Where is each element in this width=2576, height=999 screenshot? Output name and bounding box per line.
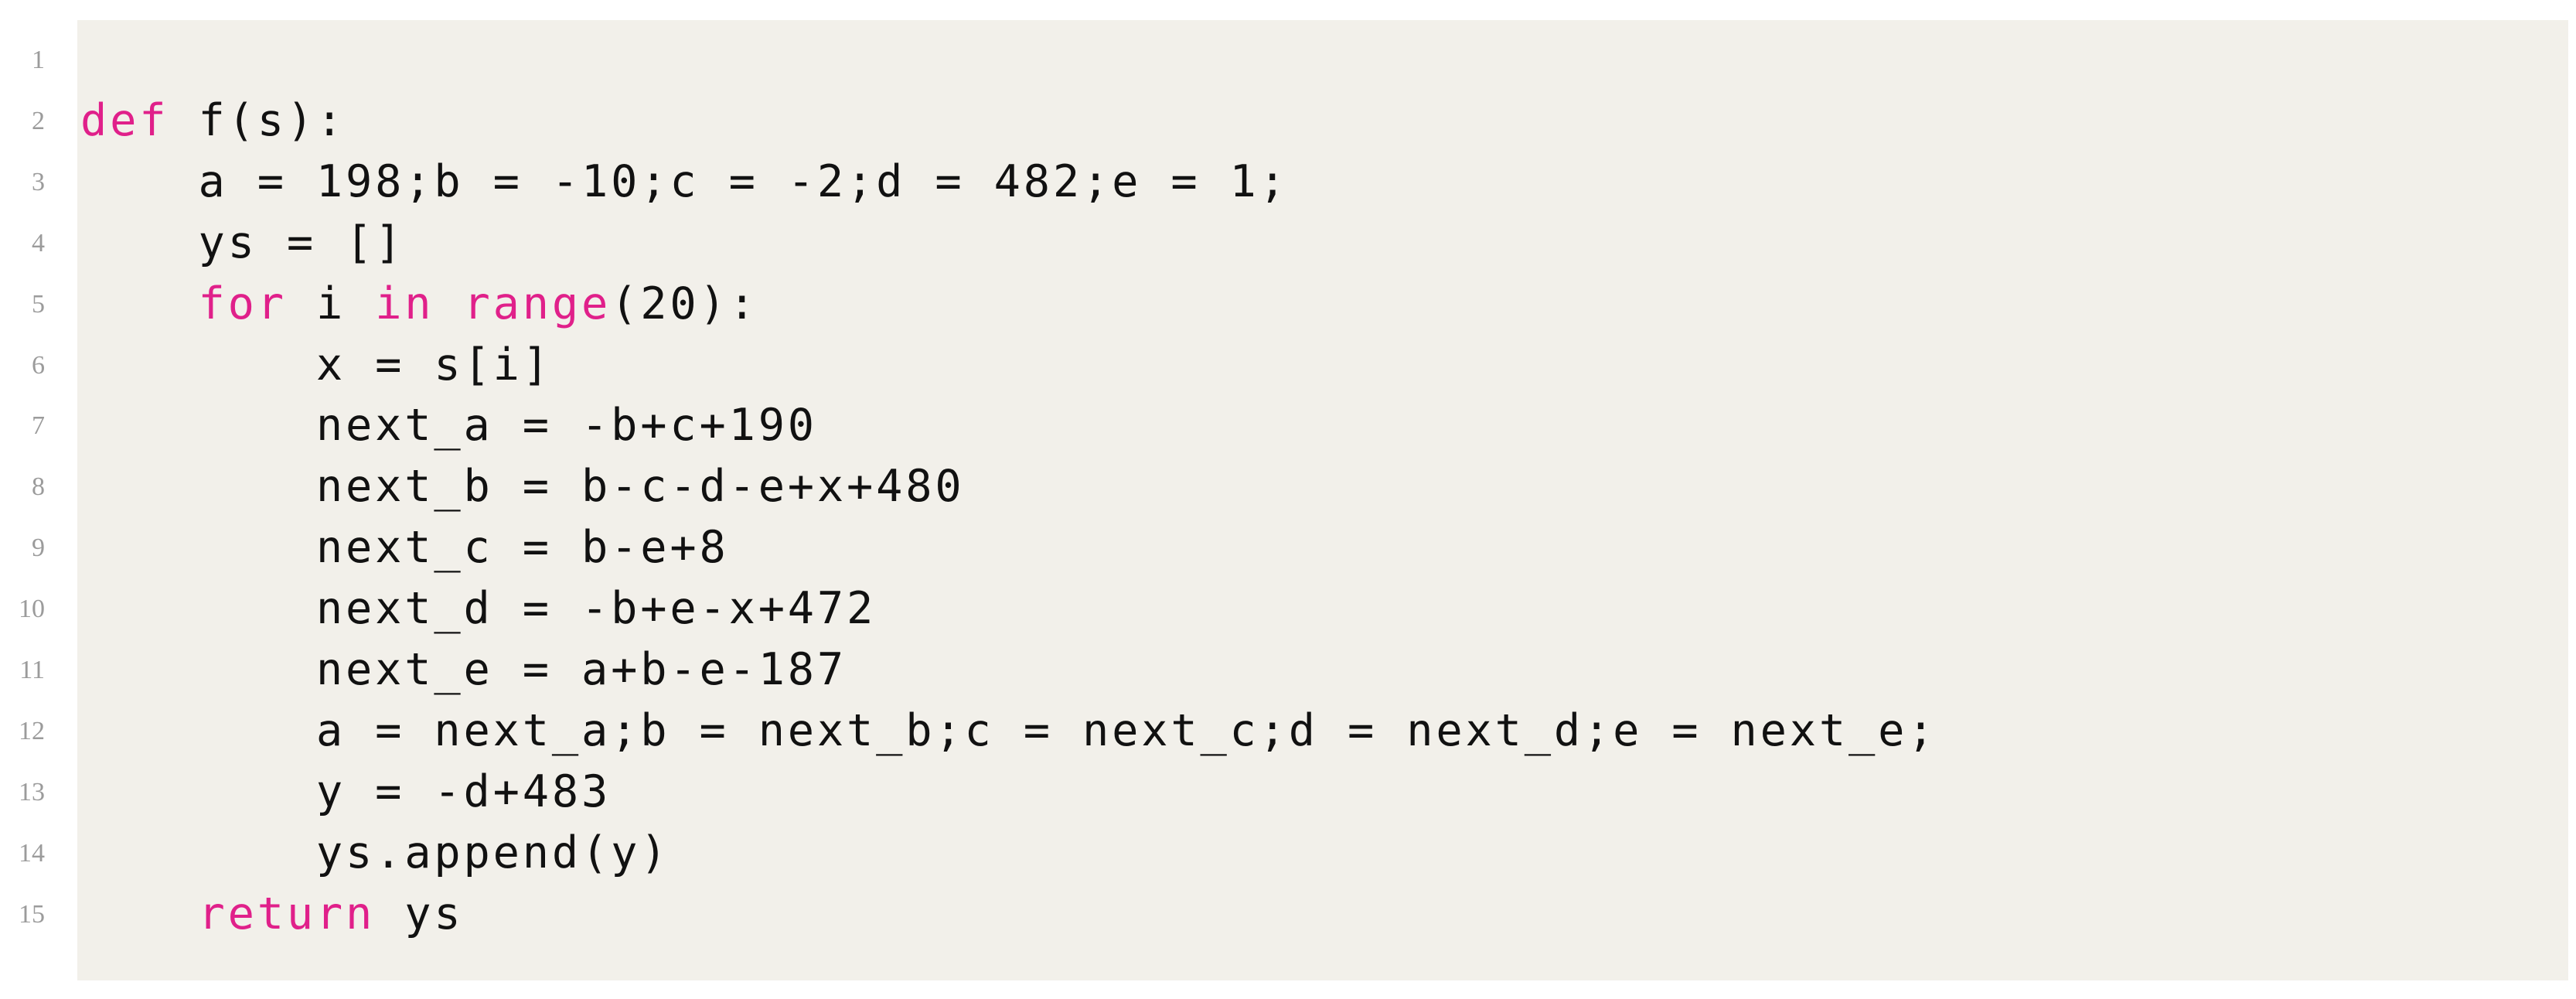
code-text: next_a = -b+c+190	[80, 394, 817, 458]
line-number: 5	[32, 289, 45, 319]
code-token: x = s[i]	[80, 339, 552, 390]
code-line: 8 next_b = b-c-d-e+x+480	[0, 455, 2576, 519]
code-line: 13 y = -d+483	[0, 760, 2576, 824]
keyword-token: in	[375, 278, 434, 329]
code-line: 12 a = next_a;b = next_b;c = next_c;d = …	[0, 699, 2576, 763]
code-line: 4 ys = []	[0, 211, 2576, 275]
line-number: 3	[32, 167, 45, 196]
code-text: next_e = a+b-e-187	[80, 638, 847, 702]
code-line: 11 next_e = a+b-e-187	[0, 638, 2576, 702]
code-text: x = s[i]	[80, 333, 552, 397]
code-line: 10 next_d = -b+e-x+472	[0, 577, 2576, 641]
code-token	[80, 278, 198, 329]
code-line: 1	[0, 28, 2576, 92]
code-token: ys.append(y)	[80, 827, 670, 878]
code-token: a = next_a;b = next_b;c = next_c;d = nex…	[80, 704, 1937, 756]
code-text: next_b = b-c-d-e+x+480	[80, 455, 965, 519]
code-token: next_c = b-e+8	[80, 522, 729, 574]
code-token: a = 198;b = -10;c = -2;d = 482;e = 1;	[80, 155, 1289, 207]
keyword-token: def	[80, 94, 169, 146]
code-token: f(s):	[169, 94, 346, 146]
code-token: next_d = -b+e-x+472	[80, 583, 877, 635]
code-token: (20):	[611, 278, 758, 329]
code-text: next_d = -b+e-x+472	[80, 577, 876, 641]
code-text: y = -d+483	[80, 760, 611, 824]
code-text: next_c = b-e+8	[80, 516, 729, 580]
code-text: a = 198;b = -10;c = -2;d = 482;e = 1;	[80, 150, 1289, 214]
code-token: ys = []	[80, 217, 405, 268]
code-token: i	[286, 278, 376, 329]
code-line: 2 def f(s):	[0, 89, 2576, 153]
code-token: next_a = -b+c+190	[80, 400, 817, 452]
code-token: y = -d+483	[80, 765, 612, 817]
code-text: ys = []	[80, 211, 404, 275]
code-line: 14 ys.append(y)	[0, 821, 2576, 885]
code-line: 5 for i in range(20):	[0, 272, 2576, 336]
line-number: 8	[32, 472, 45, 502]
line-number: 14	[19, 838, 45, 868]
line-number: 11	[19, 656, 45, 684]
code-line: 9 next_c = b-e+8	[0, 516, 2576, 580]
code-token: next_b = b-c-d-e+x+480	[80, 461, 965, 513]
line-number: 4	[32, 228, 45, 257]
line-number: 2	[32, 106, 45, 135]
line-number: 10	[19, 595, 45, 624]
line-number: 15	[19, 899, 45, 929]
code-line: 15 return ys	[0, 882, 2576, 946]
keyword-token: for	[198, 278, 287, 329]
code-token	[80, 888, 198, 939]
code-text: return ys	[80, 882, 464, 946]
code-token	[434, 278, 463, 329]
code-text: ys.append(y)	[80, 821, 670, 885]
keyword-token: return	[198, 888, 376, 939]
code-panel	[77, 20, 2568, 980]
code-token: ys	[375, 888, 464, 939]
line-number: 9	[32, 534, 45, 563]
keyword-token: range	[463, 278, 612, 329]
code-line: 3 a = 198;b = -10;c = -2;d = 482;e = 1;	[0, 150, 2576, 214]
line-number: 13	[19, 777, 45, 806]
code-text: for i in range(20):	[80, 272, 758, 336]
line-number: 7	[32, 411, 45, 441]
line-number: 6	[32, 350, 45, 380]
line-number: 12	[19, 716, 45, 745]
code-line: 7 next_a = -b+c+190	[0, 394, 2576, 458]
code-text: def f(s):	[80, 89, 346, 153]
line-number: 1	[32, 46, 45, 74]
code-text: a = next_a;b = next_b;c = next_c;d = nex…	[80, 699, 1937, 763]
code-token: next_e = a+b-e-187	[80, 644, 847, 695]
code-line: 6 x = s[i]	[0, 333, 2576, 397]
